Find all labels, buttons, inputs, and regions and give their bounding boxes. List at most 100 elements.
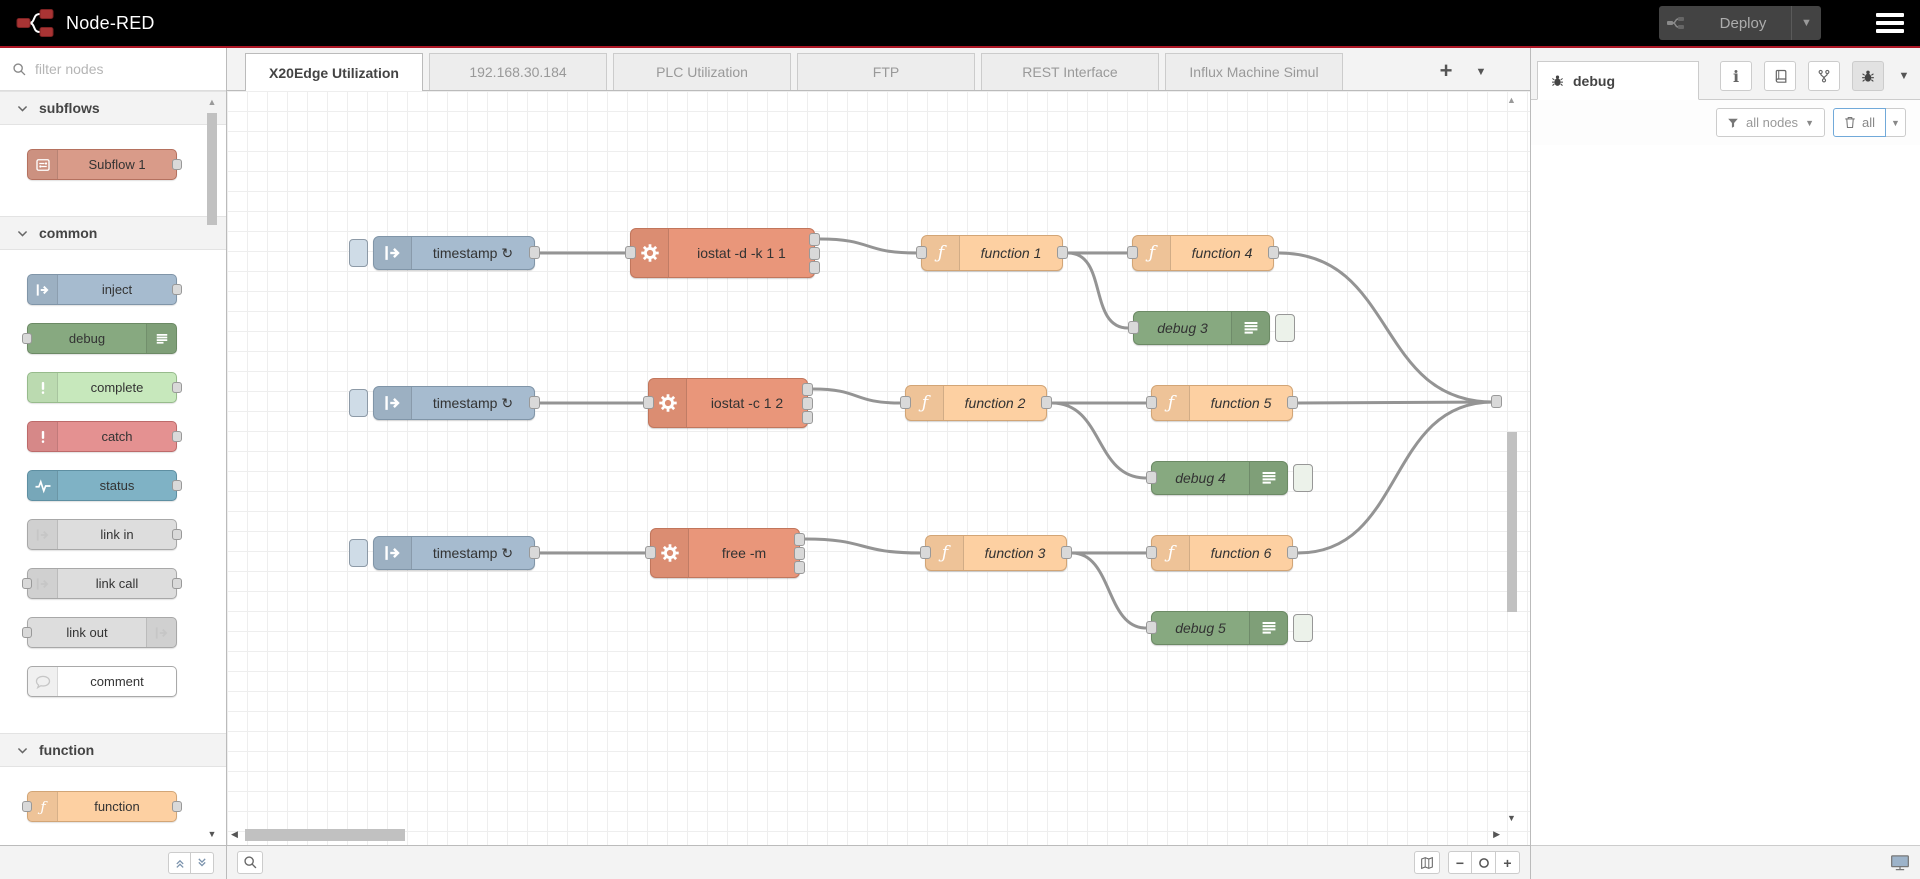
scroll-right-icon[interactable]: ▶	[1493, 829, 1500, 840]
input-port[interactable]	[645, 546, 656, 559]
flow-tab-5[interactable]: REST Interface	[981, 53, 1159, 90]
palette-node-link-out[interactable]: link out	[27, 617, 177, 648]
input-port[interactable]	[1127, 246, 1138, 259]
palette-scrollbar-thumb[interactable]	[207, 113, 217, 225]
palette-node-link-in[interactable]: link in	[27, 519, 177, 550]
zoom-in-button[interactable]: +	[1496, 851, 1520, 874]
node-port[interactable]	[172, 801, 182, 812]
flow-tab-6[interactable]: Influx Machine Simul	[1165, 53, 1343, 90]
debug-clear-options-caret[interactable]: ▼	[1886, 108, 1906, 137]
flow-tab-3[interactable]: PLC Utilization	[613, 53, 791, 90]
canvas-horizontal-scrollbar[interactable]: ◀ ▶	[231, 828, 1500, 843]
canvas-vertical-scrollbar[interactable]: ▲ ▼	[1505, 95, 1518, 823]
node-port[interactable]	[172, 382, 182, 393]
debug-toggle-button[interactable]	[1275, 314, 1295, 342]
flow-node-debug3[interactable]: debug 3	[1133, 311, 1270, 345]
info-tab-button[interactable]: i	[1720, 61, 1752, 91]
palette-node-comment[interactable]: comment	[27, 666, 177, 697]
palette-search-input[interactable]	[35, 61, 185, 77]
wire[interactable]	[813, 389, 900, 403]
palette-node-catch[interactable]: catch	[27, 421, 177, 452]
scroll-left-icon[interactable]: ◀	[231, 829, 238, 840]
palette-node-subflow[interactable]: Subflow 1	[27, 149, 177, 180]
wire[interactable]	[1298, 402, 1493, 553]
output-port-1[interactable]	[809, 233, 820, 246]
wire[interactable]	[1068, 253, 1128, 328]
node-port[interactable]	[172, 529, 182, 540]
debug-toggle-button[interactable]	[1293, 464, 1313, 492]
flow-node-exec3[interactable]: free -m	[650, 528, 800, 578]
output-port-1[interactable]	[794, 533, 805, 546]
collapse-all-button[interactable]	[168, 852, 191, 874]
node-port[interactable]	[172, 159, 182, 170]
scroll-up-icon[interactable]: ▲	[1505, 95, 1518, 105]
output-port[interactable]	[529, 246, 540, 259]
input-port[interactable]	[625, 246, 636, 259]
flow-node-func4[interactable]: ƒfunction 4	[1132, 235, 1274, 271]
expand-all-button[interactable]	[191, 852, 214, 874]
flow-node-func3[interactable]: ƒfunction 3	[925, 535, 1067, 571]
flow-node-func1[interactable]: ƒfunction 1	[921, 235, 1063, 271]
output-port[interactable]	[529, 396, 540, 409]
node-port[interactable]	[172, 480, 182, 491]
flow-node-debug5[interactable]: debug 5	[1151, 611, 1288, 645]
debug-tab-button[interactable]	[1852, 61, 1884, 91]
output-port[interactable]	[1287, 546, 1298, 559]
inject-button[interactable]	[349, 389, 368, 417]
wire[interactable]	[1072, 553, 1146, 628]
palette-node-function[interactable]: ƒfunction	[27, 791, 177, 822]
deploy-button[interactable]: Deploy ▼	[1659, 6, 1821, 40]
scroll-down-icon[interactable]: ▼	[206, 829, 218, 839]
tab-debug[interactable]: debug	[1537, 61, 1699, 100]
debug-toggle-button[interactable]	[1293, 614, 1313, 642]
zoom-reset-button[interactable]	[1472, 851, 1496, 874]
palette-node-status[interactable]: status	[27, 470, 177, 501]
scroll-down-icon[interactable]: ▼	[1505, 813, 1518, 823]
node-port[interactable]	[172, 284, 182, 295]
inject-button[interactable]	[349, 239, 368, 267]
palette-node-link-call[interactable]: link call	[27, 568, 177, 599]
flow-node-func6[interactable]: ƒfunction 6	[1151, 535, 1293, 571]
output-port[interactable]	[1057, 246, 1068, 259]
wire[interactable]	[1279, 253, 1493, 402]
palette-node-complete[interactable]: complete	[27, 372, 177, 403]
sidebar-options-caret[interactable]: ▼	[1896, 70, 1912, 82]
flow-canvas[interactable]: timestamp ↻timestamp ↻timestamp ↻iostat …	[227, 91, 1530, 845]
help-tab-button[interactable]	[1764, 61, 1796, 91]
output-port-3[interactable]	[802, 411, 813, 424]
palette-category-common[interactable]: common	[0, 216, 226, 250]
input-port[interactable]	[1146, 621, 1157, 634]
wire[interactable]	[1052, 403, 1146, 478]
flow-node-inject3[interactable]: timestamp ↻	[373, 536, 535, 570]
output-port[interactable]	[529, 546, 540, 559]
flow-node-inject2[interactable]: timestamp ↻	[373, 386, 535, 420]
output-port-2[interactable]	[809, 247, 820, 260]
output-port-1[interactable]	[802, 383, 813, 396]
navigator-button[interactable]	[1414, 851, 1440, 874]
flow-node-func2[interactable]: ƒfunction 2	[905, 385, 1047, 421]
flow-node-exec1[interactable]: iostat -d -k 1 1	[630, 228, 815, 278]
palette-category-subflows[interactable]: subflows	[0, 91, 226, 125]
node-port[interactable]	[172, 431, 182, 442]
output-port[interactable]	[1061, 546, 1072, 559]
output-port[interactable]	[1041, 396, 1052, 409]
output-port[interactable]	[1287, 396, 1298, 409]
output-port-2[interactable]	[794, 547, 805, 560]
node-port[interactable]	[22, 578, 32, 589]
offscreen-node-port[interactable]	[1491, 395, 1502, 408]
input-port[interactable]	[1146, 471, 1157, 484]
scroll-up-icon[interactable]: ▲	[206, 97, 218, 107]
wire[interactable]	[805, 539, 920, 553]
deploy-options-caret[interactable]: ▼	[1791, 6, 1821, 40]
palette-category-function[interactable]: function	[0, 733, 226, 767]
canvas-vscroll-thumb[interactable]	[1507, 432, 1517, 612]
input-port[interactable]	[1128, 321, 1139, 334]
input-port[interactable]	[920, 546, 931, 559]
input-port[interactable]	[916, 246, 927, 259]
node-port[interactable]	[22, 333, 32, 344]
debug-filter-button[interactable]: all nodes ▼	[1716, 108, 1825, 137]
input-port[interactable]	[900, 396, 911, 409]
palette-node-inject[interactable]: inject	[27, 274, 177, 305]
output-port-2[interactable]	[802, 397, 813, 410]
canvas-hscroll-thumb[interactable]	[245, 829, 405, 841]
